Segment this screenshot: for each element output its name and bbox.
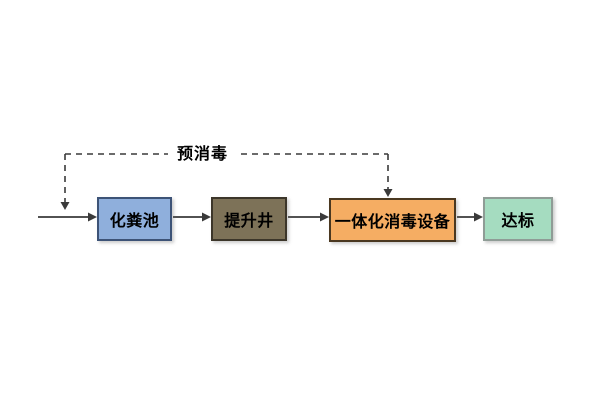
node-lift-well: 提升井 [211, 197, 287, 241]
node-compliant-discharge-label: 达标 [501, 213, 535, 230]
node-septic-tank: 化粪池 [97, 197, 172, 241]
pre-disinfection-label: 预消毒 [168, 145, 238, 164]
arrowhead-liftwell-to-disinfection [320, 212, 329, 222]
node-lift-well-label: 提升井 [224, 213, 274, 230]
arrowhead-septic-to-liftwell [202, 212, 211, 222]
node-septic-tank-label: 化粪池 [109, 213, 160, 230]
dashed-arrowhead-to-disinfection-unit [383, 189, 393, 197]
arrowhead-inlet-to-septic-tank [88, 212, 97, 222]
node-compliant-discharge: 达标 [483, 197, 553, 241]
arrowhead-disinfection-to-compliant [474, 212, 483, 222]
dashed-arrowhead-to-inlet [60, 202, 70, 210]
node-integrated-disinfection-unit: 一体化消毒设备 [329, 198, 456, 242]
node-integrated-disinfection-unit-label: 一体化消毒设备 [334, 214, 451, 231]
